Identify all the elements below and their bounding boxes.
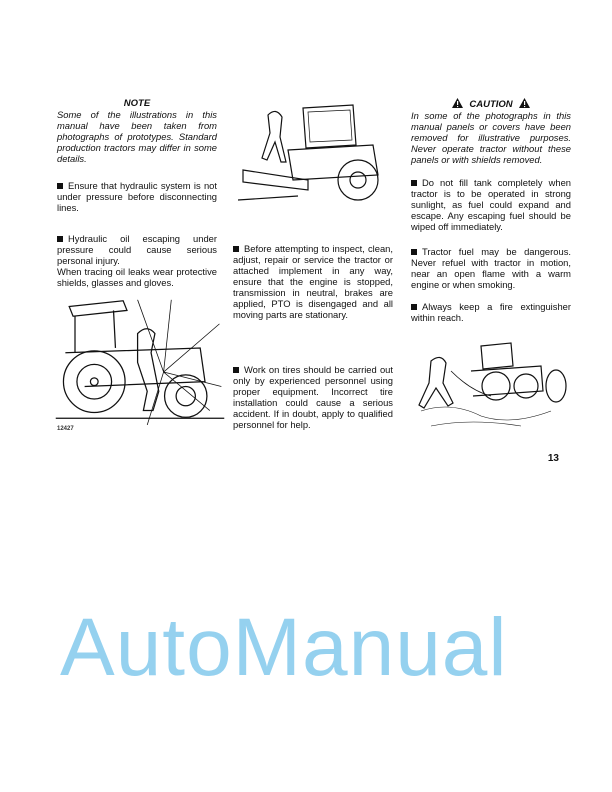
warning-triangle-icon [452,98,464,108]
bullet-text: Do not fill tank completely when tractor… [411,177,571,232]
caution-heading-text: CAUTION [469,99,513,110]
bullet-square-icon [233,367,239,373]
bullet-square-icon [233,246,239,252]
bullet-tire-work: Work on tires should be carried out only… [233,364,393,430]
bullet-text-continued: When tracing oil leaks wear protective s… [57,266,217,288]
bullet-hydraulic-oil: Hydraulic oil escaping under pressure co… [57,233,217,288]
page-number: 13 [547,453,559,464]
note-heading: NOTE [123,98,151,109]
watermark: AutoManual [60,602,508,693]
bullet-square-icon [411,304,417,310]
figure-label: 12427 [57,426,74,432]
bullet-text: Before attempting to inspect, clean, adj… [233,243,393,320]
bullet-fuel-danger: Tractor fuel may be dangerous. Never ref… [411,246,571,290]
right-column: CAUTION In some of the photographs in th… [411,98,571,465]
bullet-hydraulic-pressure: Ensure that hydraulic system is not unde… [57,180,217,213]
bullet-text: Hydraulic oil escaping under pressure co… [57,233,217,266]
left-column: NOTE Some of the illustrations in this m… [55,98,225,433]
bullet-text: Always keep a fire extinguisher within r… [411,301,571,323]
tractor-mower-illustration [238,104,379,201]
bullet-before-service: Before attempting to inspect, clean, adj… [233,243,393,320]
middle-column: Before attempting to inspect, clean, adj… [233,100,393,430]
note-text: Some of the illustrations in this manual… [57,109,217,164]
caution-block: CAUTION In some of the photographs in th… [411,98,571,165]
caution-heading: CAUTION [411,98,571,110]
bullet-text: Tractor fuel may be dangerous. Never ref… [411,246,571,290]
warning-triangle-icon [518,98,530,108]
bullet-square-icon [411,180,417,186]
bullet-fire-extinguisher: Always keep a fire extinguisher within r… [411,301,571,323]
bullet-square-icon [57,183,63,189]
bullet-text: Ensure that hydraulic system is not unde… [57,180,217,213]
fire-extinguisher-illustration [418,342,567,427]
bullet-fuel-tank: Do not fill tank completely when tractor… [411,177,571,232]
bullet-square-icon [57,236,63,242]
caution-text: In some of the photographs in this manua… [411,110,571,165]
tractor-hydraulic-leak-illustration [55,299,225,425]
bullet-text: Work on tires should be carried out only… [233,364,393,430]
bullet-square-icon [411,249,417,255]
note-block: NOTE Some of the illustrations in this m… [57,98,217,164]
